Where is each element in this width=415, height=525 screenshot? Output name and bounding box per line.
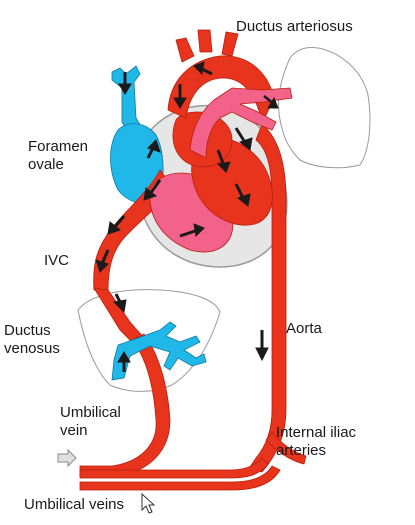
label-foramen-ovale-line1: Foramen (28, 138, 89, 155)
label-internal-iliac-line2: arteries (276, 442, 327, 459)
label-ivc: IVC (44, 252, 70, 269)
umbilical-artery-lower (79, 465, 281, 491)
superior-vena-cava (111, 65, 143, 136)
label-ductus-arteriosus: Ductus arteriosus (236, 18, 353, 35)
internal-iliac-branch (265, 431, 307, 465)
umbilical-artery-upper (79, 457, 269, 479)
descending-aorta (247, 123, 287, 473)
placenta-inflow-arrow-icon (57, 448, 77, 468)
label-foramen-ovale-line2: ovale (28, 156, 64, 173)
mouse-pointer-icon (141, 492, 156, 514)
flow-arrows (95, 61, 279, 372)
label-aorta: Aorta (286, 320, 322, 337)
arch-branches (175, 29, 239, 63)
label-umbilical-vein-line2: vein (60, 422, 88, 439)
label-ductus-venosus-line1: Ductus (4, 322, 51, 339)
label-umbilical-veins: Umbilical veins (24, 496, 125, 513)
label-umbilical-vein-line1: Umbilical (60, 404, 121, 421)
label-ductus-venosus-line2: venosus (4, 340, 60, 357)
lung-outline (277, 47, 371, 169)
pulmonary-trunk (189, 87, 293, 159)
label-internal-iliac-line1: Internal iliac (276, 424, 357, 441)
